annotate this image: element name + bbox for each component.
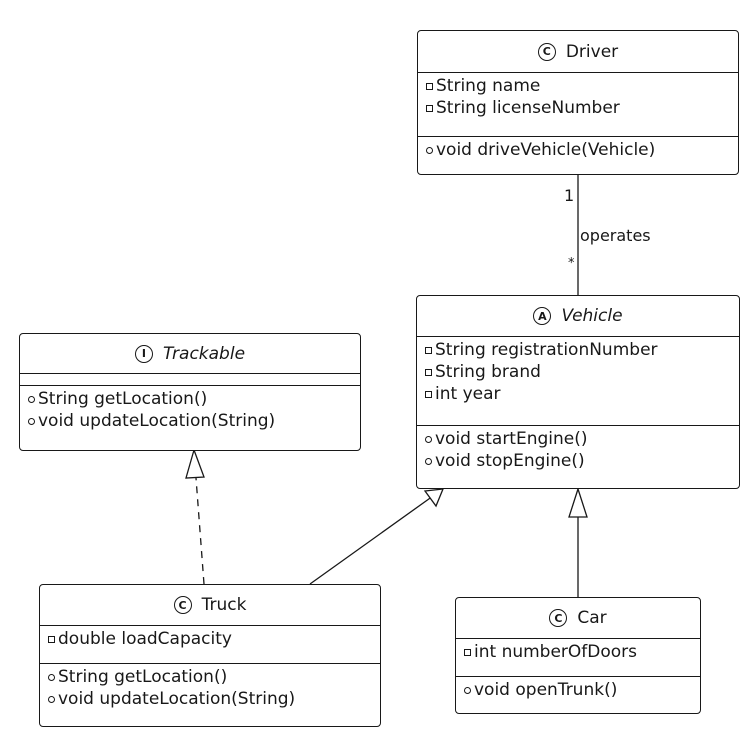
field-row: String licenseNumber <box>426 97 738 119</box>
field-row: int year <box>425 383 739 405</box>
class-header: C Car <box>456 598 700 639</box>
class-header: I Trackable <box>20 334 360 374</box>
method-text: void startEngine() <box>435 429 588 449</box>
field-text: String brand <box>435 362 541 382</box>
field-text: String registrationNumber <box>435 340 658 360</box>
public-method-icon <box>425 457 432 465</box>
method-row: String getLocation() <box>28 388 360 410</box>
method-row: void driveVehicle(Vehicle) <box>426 139 738 161</box>
private-field-icon <box>425 368 432 376</box>
method-row: void openTrunk() <box>464 679 700 701</box>
method-text: void openTrunk() <box>474 680 618 700</box>
class-truck[interactable]: C Truck double loadCapacity String getLo… <box>39 584 381 727</box>
methods-section: String getLocation() void updateLocation… <box>20 386 360 432</box>
field-text: int numberOfDoors <box>474 642 638 662</box>
method-text: void updateLocation(String) <box>58 689 296 709</box>
method-text: void updateLocation(String) <box>38 411 276 431</box>
method-text: void driveVehicle(Vehicle) <box>436 140 656 160</box>
class-name: Driver <box>565 41 619 62</box>
class-vehicle[interactable]: A Vehicle String registrationNumber Stri… <box>416 295 740 489</box>
public-method-icon <box>425 435 432 443</box>
private-field-icon <box>426 82 433 90</box>
methods-section: void driveVehicle(Vehicle) <box>418 137 738 161</box>
method-row: String getLocation() <box>48 666 380 688</box>
field-row: int numberOfDoors <box>464 641 700 663</box>
class-header: C Truck <box>40 585 380 626</box>
class-badge-icon: C <box>537 42 556 61</box>
abstract-badge-icon: A <box>533 307 552 325</box>
method-text: String getLocation() <box>58 667 228 687</box>
class-badge-icon: C <box>549 609 568 627</box>
methods-section: void openTrunk() <box>456 677 700 701</box>
fields-section: double loadCapacity <box>40 626 380 664</box>
generalization-truck-vehicle-line[interactable] <box>309 495 434 585</box>
generalization-car-vehicle-arrowhead <box>568 486 588 518</box>
field-row: String brand <box>425 361 739 383</box>
method-row: void stopEngine() <box>425 450 739 472</box>
method-row: void updateLocation(String) <box>48 688 380 710</box>
class-name: Car <box>577 608 607 628</box>
method-text: void stopEngine() <box>435 451 585 471</box>
field-text: String name <box>436 76 541 96</box>
public-method-icon <box>28 417 35 425</box>
private-field-icon <box>425 346 432 354</box>
generalization-truck-vehicle-arrowhead <box>423 488 445 508</box>
method-text: String getLocation() <box>38 389 208 409</box>
class-name: Vehicle <box>561 306 623 326</box>
methods-section: void startEngine() void stopEngine() <box>417 426 739 472</box>
class-header: C Driver <box>418 31 738 73</box>
private-field-icon <box>425 390 432 398</box>
class-badge-icon: C <box>173 596 192 614</box>
field-row: double loadCapacity <box>48 628 380 650</box>
class-driver[interactable]: C Driver String name String licenseNumbe… <box>417 30 739 175</box>
public-method-icon <box>48 673 55 681</box>
method-row: void startEngine() <box>425 428 739 450</box>
fields-section: int numberOfDoors <box>456 639 700 677</box>
association-label-operates: operates <box>580 226 651 245</box>
field-text: String licenseNumber <box>436 98 620 118</box>
public-method-icon <box>464 686 471 694</box>
class-name: Trackable <box>162 343 246 364</box>
methods-section: String getLocation() void updateLocation… <box>40 664 380 710</box>
class-header: A Vehicle <box>417 296 739 337</box>
interface-trackable[interactable]: I Trackable String getLocation() void up… <box>19 333 361 451</box>
method-row: void updateLocation(String) <box>28 410 360 432</box>
fields-section: String registrationNumber String brand i… <box>417 337 739 426</box>
multiplicity-vehicle: * <box>568 256 575 271</box>
fields-section <box>20 374 360 386</box>
public-method-icon <box>426 146 433 154</box>
realization-truck-trackable-line[interactable] <box>195 477 205 585</box>
class-name: Truck <box>201 595 247 615</box>
private-field-icon <box>464 648 471 656</box>
interface-badge-icon: I <box>134 344 153 363</box>
multiplicity-driver: 1 <box>564 186 575 205</box>
private-field-icon <box>48 635 55 643</box>
fields-section: String name String licenseNumber <box>418 73 738 137</box>
class-car[interactable]: C Car int numberOfDoors void openTrunk() <box>455 597 701 714</box>
realization-truck-trackable-arrowhead <box>185 447 205 479</box>
private-field-icon <box>426 104 433 112</box>
field-text: double loadCapacity <box>58 629 232 649</box>
field-row: String name <box>426 75 738 97</box>
field-row: String registrationNumber <box>425 339 739 361</box>
field-text: int year <box>435 384 501 404</box>
public-method-icon <box>48 695 55 703</box>
public-method-icon <box>28 395 35 403</box>
